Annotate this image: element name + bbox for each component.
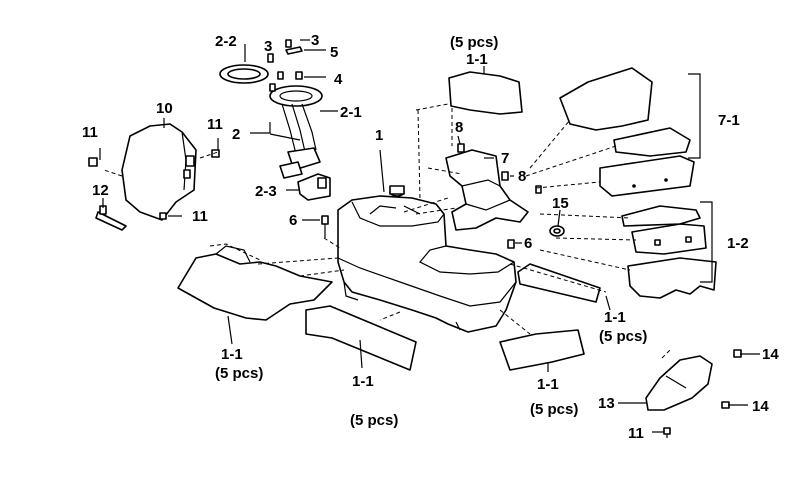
- callout-10: 10: [156, 100, 173, 117]
- fuel-pump-assembly: [219, 64, 331, 201]
- callout-1-1-left: 1-1: [221, 346, 243, 363]
- callout-7-1: 7-1: [718, 112, 740, 129]
- callout-11-d: 11: [628, 425, 644, 442]
- callout-14-bottom: 14: [752, 398, 769, 415]
- callout-2-2: 2-2: [215, 33, 237, 50]
- callout-14-top: 14: [762, 346, 779, 363]
- callout-3-left: 3: [264, 38, 273, 55]
- bolts: [88, 39, 742, 438]
- callout-1-1-top: 1-1: [466, 51, 488, 68]
- callout-1-1-bottom-left-qty: (5 pcs): [350, 412, 399, 429]
- callout-1-1-right-qty: (5 pcs): [599, 328, 648, 345]
- callout-6-right: 6: [524, 235, 533, 252]
- callout-1-1-top-qty: (5 pcs): [450, 34, 499, 51]
- callout-12: 12: [92, 182, 109, 199]
- clip-12: [95, 205, 127, 231]
- callout-15: 15: [552, 195, 569, 212]
- callout-11-b: 11: [207, 116, 223, 133]
- clamp-15: [549, 225, 565, 237]
- callout-11-a: 11: [82, 124, 98, 141]
- callout-2-3: 2-3: [255, 183, 277, 200]
- callout-1-1-left-qty: (5 pcs): [215, 365, 264, 382]
- pad-1-1-top: [448, 71, 523, 115]
- bracket-7-1: [688, 73, 701, 159]
- guard-13: [645, 349, 713, 411]
- callout-1-1-right: 1-1: [604, 309, 626, 326]
- pad-1-1-bottom-right: [499, 329, 585, 371]
- callout-3-top: 3: [311, 32, 320, 49]
- pad-1-1-left: [177, 243, 333, 321]
- callout-11-c: 11: [192, 208, 208, 225]
- pad-1-1-right: [517, 263, 601, 303]
- pad-1-1-bottom-left: [305, 305, 417, 371]
- bracket-1-2: [700, 201, 713, 283]
- callout-2: 2: [232, 126, 241, 143]
- leader-lines: [99, 39, 760, 433]
- callout-8-top: 8: [455, 119, 464, 136]
- dashed-connectors: [103, 103, 637, 335]
- callout-8-right: 8: [518, 168, 527, 185]
- callout-1: 1: [375, 127, 384, 144]
- callout-2-1: 2-1: [340, 104, 362, 121]
- fuel-tank: [337, 185, 517, 333]
- callout-1-1-bottom-left: 1-1: [352, 373, 374, 390]
- pad-7-1: [559, 67, 695, 197]
- callout-6-left: 6: [289, 212, 298, 229]
- heat-shield-10: [121, 123, 197, 221]
- callout-1-1-bottom-right-qty: (5 pcs): [530, 401, 579, 418]
- callout-1-1-bottom-right: 1-1: [537, 376, 559, 393]
- tank-bracket-7: [445, 149, 529, 231]
- callout-7: 7: [501, 150, 510, 167]
- callout-4: 4: [334, 71, 343, 88]
- callout-1-2: 1-2: [727, 235, 749, 252]
- callout-5: 5: [330, 44, 339, 61]
- pad-1-2: [621, 205, 717, 299]
- callout-13: 13: [598, 395, 615, 412]
